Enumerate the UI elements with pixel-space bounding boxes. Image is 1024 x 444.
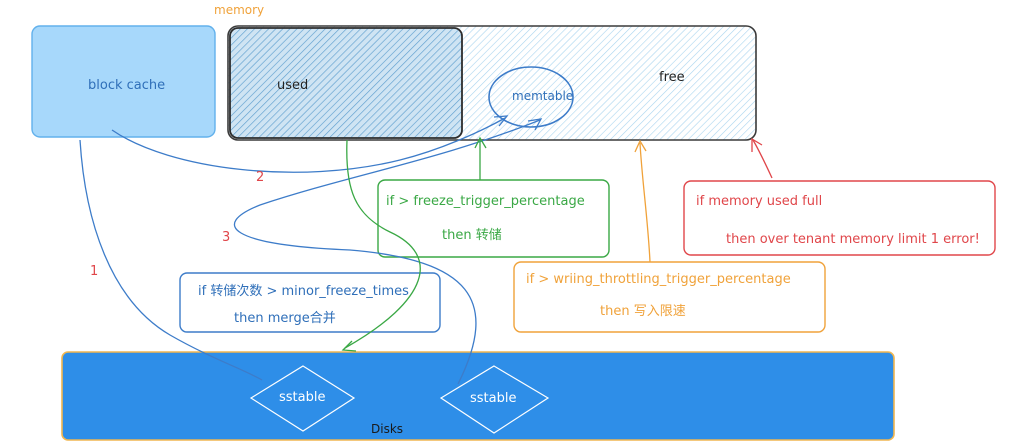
freeze-rule-condition: if > freeze_trigger_percentage [386, 194, 585, 209]
edge-memory-full-arrowhead [751, 137, 763, 152]
edge-3-arrowhead [527, 118, 543, 131]
edge-label-3: 3 [222, 230, 231, 245]
merge-rule-action: then merge合并 [234, 311, 336, 326]
merge-rule-condition: if 转储次数 > minor_freeze_times [198, 284, 409, 299]
edge-dump-arrowhead [341, 340, 357, 352]
free-label: free [659, 70, 685, 85]
memory-used-hatch [229, 27, 463, 139]
block-cache-label: block cache [88, 78, 166, 93]
edge-throttle-arrowhead [634, 139, 647, 153]
edge-throttle-to-free [639, 142, 651, 263]
used-label: used [277, 78, 309, 93]
sstable-right-node [439, 365, 550, 434]
edge-3-sstable-to-memtable [233, 119, 541, 385]
memory-full-rule-condition: if memory used full [696, 194, 823, 209]
edge-2-arrowhead [493, 115, 509, 127]
disks-label: Disks [371, 422, 404, 436]
throttle-rule-condition: if > wriing_throttling_trigger_percentag… [526, 272, 791, 287]
sstable-right-label: sstable [470, 391, 517, 406]
throttle-rule-box [513, 261, 826, 333]
edge-memory-full-to-memory [752, 139, 773, 179]
edge-freeze-arrowhead [474, 136, 487, 149]
edge-label-2: 2 [256, 170, 265, 185]
memtable-label: memtable [512, 89, 574, 103]
sstable-left-node [249, 365, 356, 432]
edge-dump-used-to-disks [344, 139, 421, 349]
merge-rule-box [179, 272, 441, 333]
memtable-node [488, 66, 574, 128]
edge-label-1: 1 [90, 264, 99, 279]
memory-title: memory [214, 3, 265, 17]
freeze-rule-box [377, 179, 610, 258]
memory-full-rule-box [683, 180, 996, 256]
edge-1-blockcache-to-sstable [79, 139, 263, 381]
throttle-rule-action: then 写入限速 [600, 304, 686, 319]
sstable-left-label: sstable [279, 390, 326, 405]
edge-2-blockcache-to-memtable [111, 117, 506, 173]
freeze-rule-action: then 转储 [442, 228, 502, 243]
memory-full-rule-action: then over tenant memory limit 1 error! [726, 232, 980, 247]
